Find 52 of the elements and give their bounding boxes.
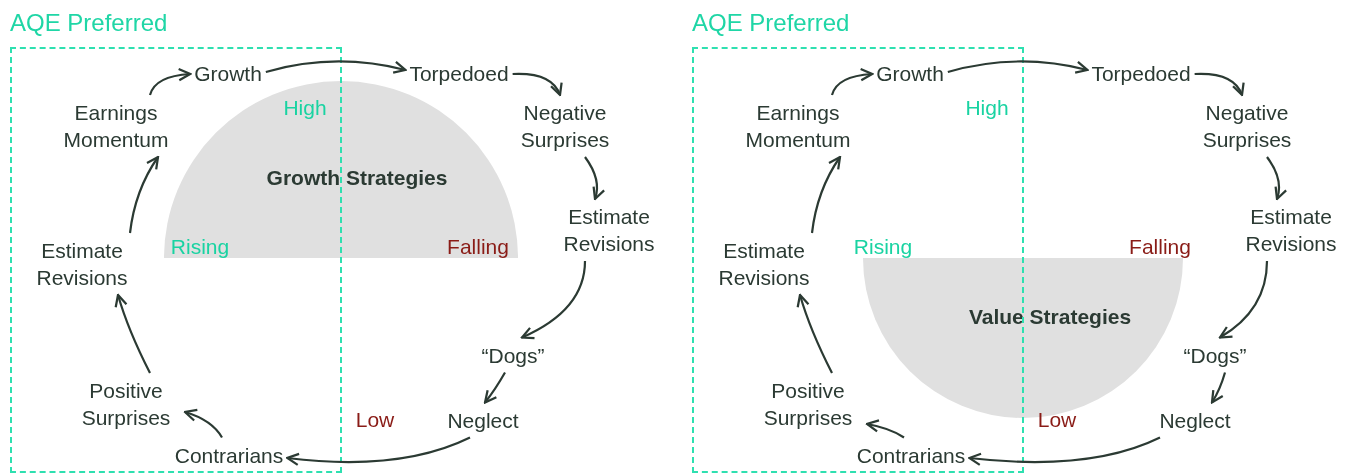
region-heading: AQE Preferred bbox=[692, 8, 850, 38]
cycle-arrow bbox=[148, 68, 192, 96]
cycle-arrow bbox=[865, 419, 905, 439]
cycle-arrow bbox=[796, 293, 833, 374]
stage-label: Torpedoed bbox=[1091, 59, 1191, 87]
cycle-arrow bbox=[830, 68, 874, 96]
cycle-arrow bbox=[265, 60, 407, 75]
level-label: Rising bbox=[170, 235, 230, 259]
level-label: Falling bbox=[1129, 235, 1191, 259]
stage-label: “Dogs” bbox=[481, 341, 545, 369]
cycle-arrow bbox=[128, 155, 160, 234]
cycle-arrow bbox=[810, 155, 842, 234]
level-label: Falling bbox=[447, 235, 509, 259]
stage-label: Growth bbox=[876, 59, 944, 87]
stage-label: Negative Surprises bbox=[1192, 99, 1302, 153]
cycle-arrow bbox=[483, 371, 506, 404]
strategy-label: Value Strategies bbox=[968, 305, 1132, 329]
cycle-arrow bbox=[183, 408, 223, 439]
level-label: Low bbox=[355, 408, 395, 432]
stage-label: Neglect bbox=[1159, 406, 1231, 434]
stage-label: Torpedoed bbox=[409, 59, 509, 87]
stage-label: Growth bbox=[194, 59, 262, 87]
cycle-arrow bbox=[1210, 372, 1227, 404]
cycle-arrow bbox=[114, 293, 151, 374]
stage-label: Positive Surprises bbox=[71, 377, 181, 431]
cycle-arrow bbox=[520, 260, 587, 339]
stage-label: Earnings Momentum bbox=[738, 99, 858, 153]
stage-label: Estimate Revisions bbox=[27, 237, 137, 291]
level-label: Rising bbox=[853, 235, 913, 259]
stage-label: Estimate Revisions bbox=[709, 237, 819, 291]
cycle-arrow bbox=[968, 436, 1161, 466]
stage-label: Contrarians bbox=[856, 441, 966, 469]
stage-label: Neglect bbox=[447, 406, 519, 434]
region-heading: AQE Preferred bbox=[10, 8, 168, 38]
level-label: Low bbox=[1037, 408, 1077, 432]
cycle-arrow bbox=[1218, 260, 1269, 339]
stage-label: Estimate Revisions bbox=[1236, 203, 1346, 257]
cycle-arrow bbox=[947, 60, 1089, 75]
stage-label: Positive Surprises bbox=[753, 377, 863, 431]
level-label: High bbox=[283, 96, 327, 120]
cycle-arrow bbox=[1266, 156, 1287, 201]
stage-label: Earnings Momentum bbox=[56, 99, 176, 153]
cycle-arrow bbox=[512, 72, 562, 97]
strategy-label: Growth Strategies bbox=[266, 166, 448, 190]
cycle-arrow bbox=[1194, 72, 1244, 97]
cycle-arrow bbox=[286, 436, 471, 466]
stage-label: “Dogs” bbox=[1183, 341, 1247, 369]
stage-label: Estimate Revisions bbox=[554, 203, 664, 257]
stage-label: Contrarians bbox=[174, 441, 284, 469]
level-label: High bbox=[965, 96, 1009, 120]
stage-label: Negative Surprises bbox=[510, 99, 620, 153]
cycle-arrow bbox=[584, 156, 605, 201]
